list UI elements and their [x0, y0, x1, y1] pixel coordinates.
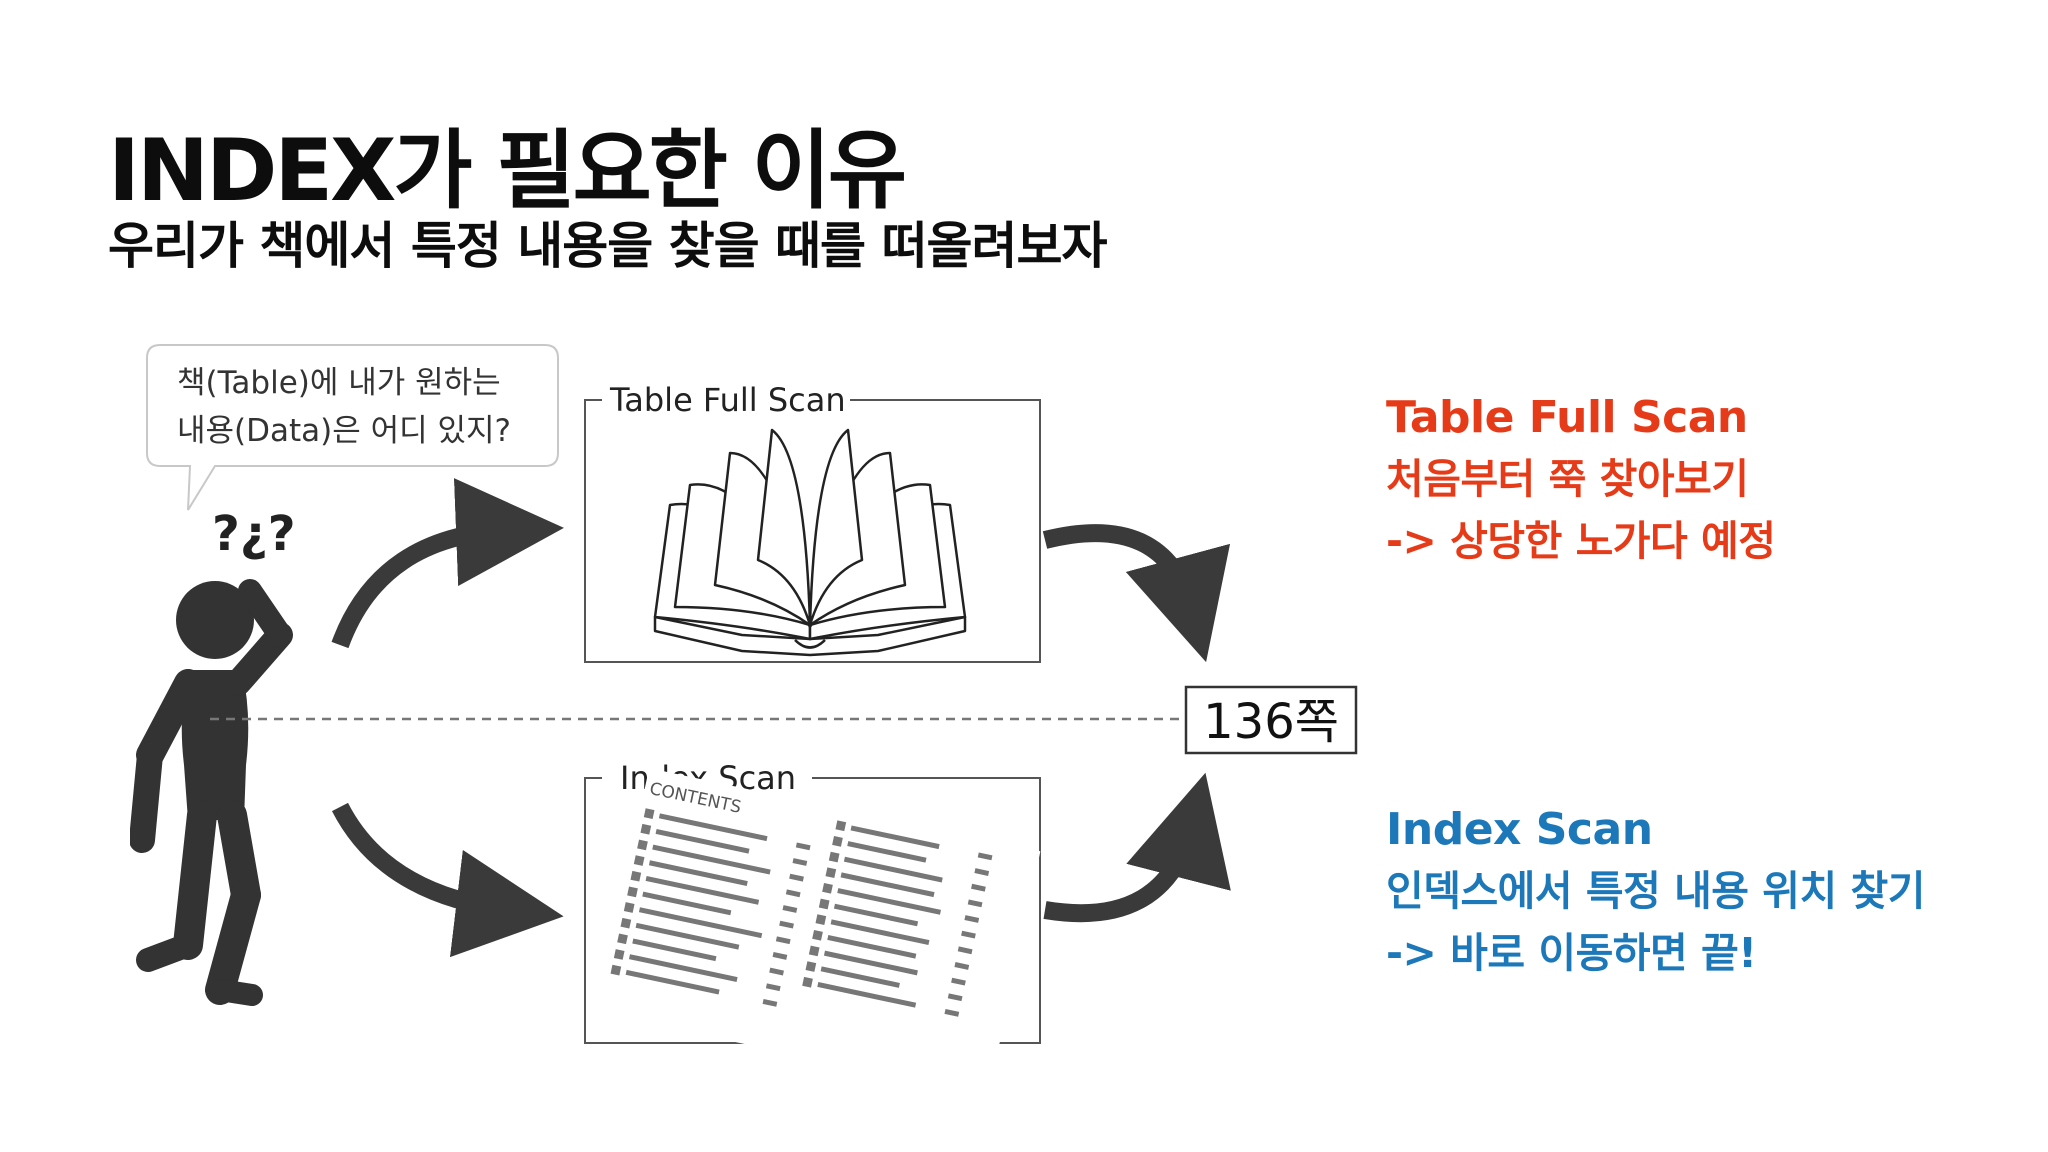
full-scan-annotation-title: Table Full Scan: [1386, 392, 1748, 443]
full-scan-annotation: Table Full Scan 처음부터 쭉 찾아보기 -> 상당한 노가다 예…: [1386, 388, 1776, 572]
contents-page-image: CONTENTS: [597, 768, 1041, 1075]
full-scan-annotation-line-2: -> 상당한 노가다 예정: [1386, 517, 1776, 565]
question-marks: ?¿?: [212, 506, 296, 562]
arrow-index-scan-to-page: [1043, 772, 1231, 923]
slide-title: INDEX가 필요한 이유: [108, 121, 907, 221]
full-scan-annotation-line-1: 처음부터 쭉 찾아보기: [1386, 455, 1749, 503]
speech-bubble: 책(Table)에 내가 원하는 내용(Data)은 어디 있지?: [146, 344, 559, 511]
target-page-label: 136쪽: [1203, 694, 1339, 750]
arrow-to-index-scan: [331, 802, 564, 958]
index-illustration: 책(Table)에 내가 원하는 내용(Data)은 어디 있지? ?¿? Ta…: [130, 344, 1358, 1075]
index-scan-annotation-line-1: 인덱스에서 특정 내용 위치 찾기: [1386, 867, 1925, 915]
target-page-box: 136쪽: [1184, 685, 1358, 755]
confused-person-icon: [130, 579, 293, 1006]
index-scan-annotation-line-2: -> 바로 이동하면 끝!: [1386, 929, 1757, 977]
speech-bubble-line-1: 책(Table)에 내가 원하는: [177, 365, 501, 401]
arrow-full-scan-to-page: [1042, 524, 1231, 663]
index-scan-annotation-title: Index Scan: [1386, 804, 1653, 855]
arrow-to-full-scan: [331, 478, 564, 649]
index-scan-annotation: Index Scan 인덱스에서 특정 내용 위치 찾기 -> 바로 이동하면 …: [1386, 800, 1925, 984]
full-scan-frame-label: Table Full Scan: [609, 381, 846, 419]
index-scan-frame: Index Scan CONTENTS: [584, 759, 1041, 1075]
open-book-icon: [653, 428, 967, 657]
slide-subtitle: 우리가 책에서 특정 내용을 찾을 때를 떠올려보자: [108, 217, 1107, 275]
table-full-scan-frame: Table Full Scan: [584, 381, 1041, 663]
speech-bubble-line-2: 내용(Data)은 어디 있지?: [177, 413, 511, 449]
